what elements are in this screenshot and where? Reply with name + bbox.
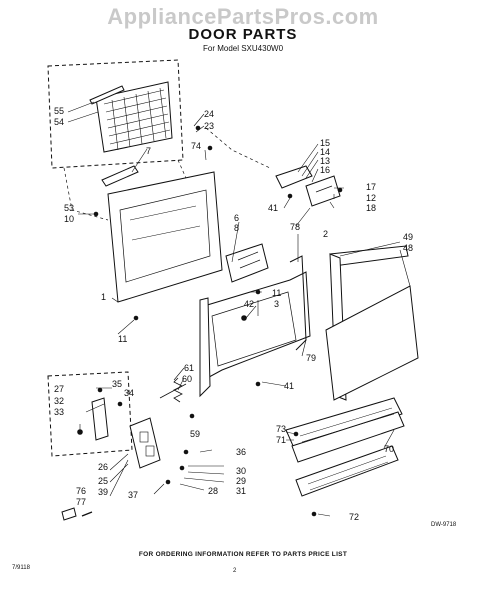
inner-door-panel: [107, 171, 223, 303]
callout-11b: 11: [272, 288, 281, 298]
kick-plate-lower: [295, 445, 399, 497]
callout-3: 3: [274, 299, 279, 309]
callout-31: 31: [236, 486, 246, 496]
model-subtitle: For Model SXU430W0: [202, 44, 284, 53]
callout-16: 16: [320, 165, 330, 175]
callout-17: 17: [366, 182, 376, 192]
callout-77: 77: [76, 497, 86, 507]
callout-41b: 41: [284, 381, 294, 391]
callout-14: 14: [320, 147, 330, 157]
callout-72: 72: [349, 512, 359, 522]
callout-2: 2: [323, 229, 328, 239]
document-code: 7/9118: [12, 565, 30, 571]
callout-35: 35: [112, 379, 122, 389]
callout-48: 48: [403, 243, 413, 253]
callout-1: 1: [101, 292, 106, 302]
callout-36: 36: [236, 447, 246, 457]
callout-10: 10: [64, 214, 74, 224]
callout-41a: 41: [268, 203, 278, 213]
callout-59: 59: [190, 429, 200, 439]
callout-27: 27: [54, 384, 64, 394]
vent-group-outline: [47, 59, 184, 169]
callout-78: 78: [290, 222, 300, 232]
callout-24: 24: [204, 109, 214, 119]
diagram-code: DW-9718: [431, 522, 457, 528]
latch-body: [305, 175, 341, 207]
callout-15: 15: [320, 138, 330, 148]
vent-rod: [89, 85, 125, 105]
watermark: AppliancePartsPros.com: [107, 4, 379, 29]
callout-54: 54: [54, 117, 64, 127]
callout-49: 49: [403, 232, 413, 242]
page-title: DOOR PARTS: [188, 26, 298, 43]
callout-42: 42: [244, 299, 254, 309]
kick-plate: [285, 397, 403, 449]
callout-73: 73: [276, 424, 286, 434]
callout-60: 60: [182, 374, 192, 384]
callout-30: 30: [236, 466, 246, 476]
latch-bracket: [275, 165, 313, 189]
clip-76: [61, 507, 77, 521]
callout-18: 18: [366, 203, 376, 213]
door-bracket: [225, 243, 269, 283]
callout-33: 33: [54, 407, 64, 417]
callout-34: 34: [124, 388, 134, 398]
callout-7: 7: [146, 146, 151, 156]
callout-61: 61: [184, 363, 194, 373]
callout-23: 23: [204, 121, 214, 131]
callout-26: 26: [98, 462, 108, 472]
callout-29: 29: [236, 476, 246, 486]
spring: [173, 377, 183, 403]
callout-76: 76: [76, 486, 86, 496]
callout-37: 37: [128, 490, 138, 500]
callout-11a: 11: [118, 334, 127, 344]
callout-6: 6: [234, 213, 239, 223]
callout-12: 12: [366, 193, 376, 203]
callout-25: 25: [98, 476, 108, 486]
page-number: 2: [233, 568, 237, 574]
callout-74: 74: [191, 141, 201, 151]
callout-55: 55: [54, 106, 64, 116]
callout-28: 28: [208, 486, 218, 496]
callout-53: 53: [64, 203, 74, 213]
callout-79: 79: [306, 353, 316, 363]
callout-13: 13: [320, 156, 330, 166]
callout-70: 70: [384, 444, 394, 454]
callout-8: 8: [234, 223, 239, 233]
outer-door-panel: [325, 285, 419, 401]
clip-77: [81, 511, 93, 517]
hinge-plate: [91, 397, 109, 441]
callout-32: 32: [54, 396, 64, 406]
door-handle: [101, 165, 139, 187]
callout-71: 71: [276, 435, 286, 445]
ordering-footer: FOR ORDERING INFORMATION REFER TO PARTS …: [138, 551, 348, 558]
callout-39: 39: [98, 487, 108, 497]
hinge-bracket: [129, 417, 161, 469]
